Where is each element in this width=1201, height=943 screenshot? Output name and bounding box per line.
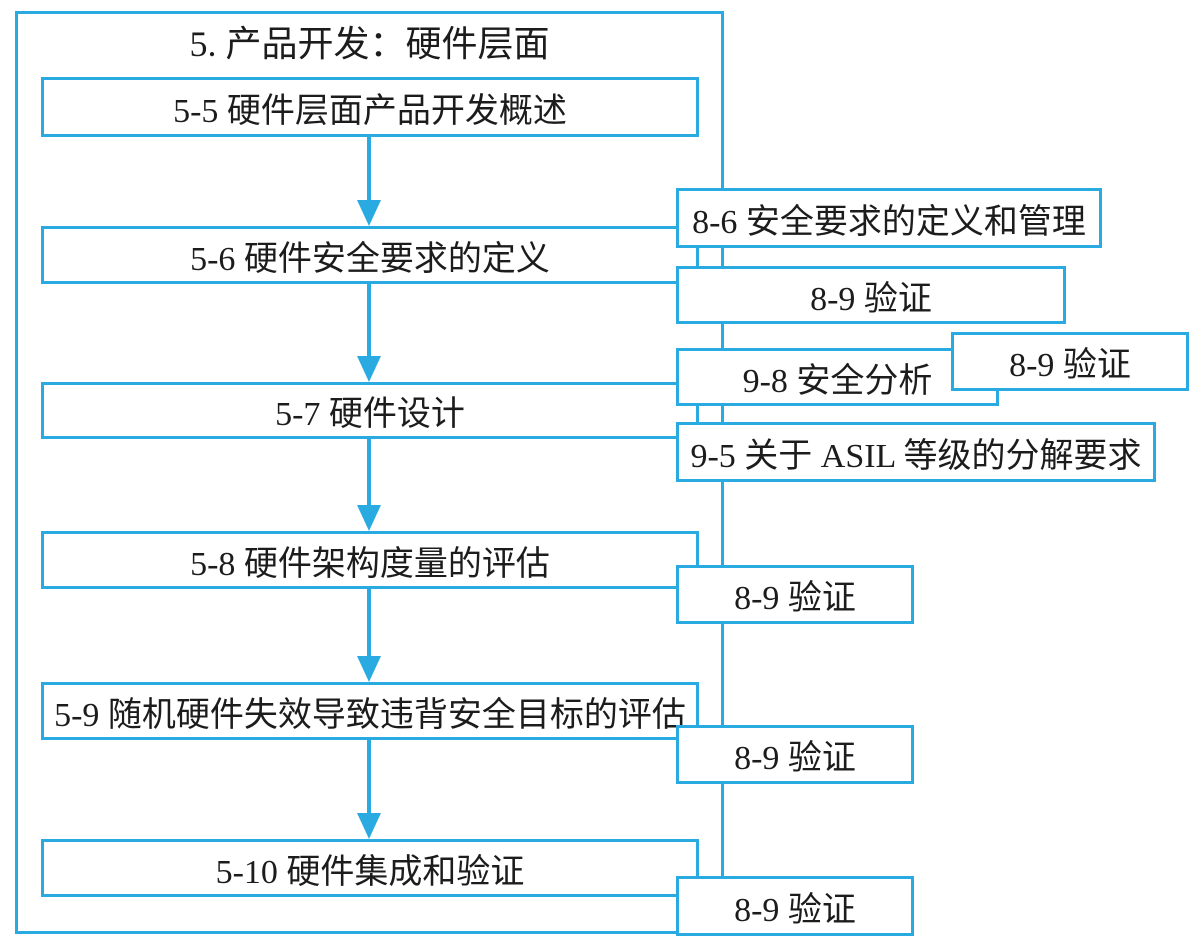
arrow-head-icon-4 [357, 656, 381, 682]
arrow-line-1 [367, 135, 371, 202]
flow-box-5-10: 5-10 硬件集成和验证 [41, 839, 699, 897]
ref-box-8-9-bottom-label: 8-9 验证 [734, 891, 856, 929]
ref-box-8-9-top: 8-9 验证 [676, 266, 1066, 324]
arrow-head-icon-5 [357, 813, 381, 839]
flow-box-5-9-label: 5-9 随机硬件失效导致违背安全目标的评估 [54, 696, 686, 734]
ref-box-8-9-lower: 8-9 验证 [676, 725, 914, 784]
arrow-line-2 [367, 282, 371, 358]
flow-box-5-7-label: 5-7 硬件设计 [275, 396, 465, 433]
ref-box-8-6: 8-6 安全要求的定义和管理 [676, 188, 1102, 248]
ref-box-9-8-label: 9-8 安全分析 [742, 362, 933, 400]
flow-box-5-7: 5-7 硬件设计 [41, 382, 699, 439]
flow-box-5-8-label: 5-8 硬件架构度量的评估 [190, 545, 550, 583]
flow-box-5-10-label: 5-10 硬件集成和验证 [215, 853, 525, 891]
arrow-line-3 [367, 437, 371, 507]
flow-box-5-9: 5-9 随机硬件失效导致违背安全目标的评估 [41, 682, 699, 740]
ref-box-8-6-label: 8-6 安全要求的定义和管理 [692, 203, 1086, 241]
ref-box-8-9-lower-label: 8-9 验证 [734, 740, 856, 777]
ref-box-9-8: 9-8 安全分析 [676, 348, 999, 406]
flow-box-5-5-label: 5-5 硬件层面产品开发概述 [173, 92, 567, 130]
flow-box-5-5: 5-5 硬件层面产品开发概述 [41, 77, 699, 137]
ref-box-9-5: 9-5 关于 ASIL 等级的分解要求 [676, 422, 1156, 482]
ref-box-9-5-label: 9-5 关于 ASIL 等级的分解要求 [690, 437, 1142, 475]
flow-box-5-6: 5-6 硬件安全要求的定义 [41, 226, 699, 284]
arrow-head-icon-1 [357, 200, 381, 226]
arrow-line-4 [367, 587, 371, 658]
flow-box-5-8: 5-8 硬件架构度量的评估 [41, 531, 699, 589]
ref-box-8-9-side: 8-9 验证 [951, 332, 1189, 391]
diagram-title: 5. 产品开发：硬件层面 [189, 24, 550, 64]
arrow-head-icon-2 [357, 356, 381, 382]
ref-box-8-9-mid-label: 8-9 验证 [734, 580, 856, 617]
ref-box-8-9-top-label: 8-9 验证 [810, 280, 932, 318]
flow-box-5-6-label: 5-6 硬件安全要求的定义 [190, 240, 550, 278]
arrow-head-icon-3 [357, 505, 381, 531]
arrow-line-5 [367, 738, 371, 815]
ref-box-8-9-mid: 8-9 验证 [676, 565, 914, 624]
ref-box-8-9-bottom: 8-9 验证 [676, 876, 914, 936]
ref-box-8-9-side-label: 8-9 验证 [1009, 347, 1131, 384]
